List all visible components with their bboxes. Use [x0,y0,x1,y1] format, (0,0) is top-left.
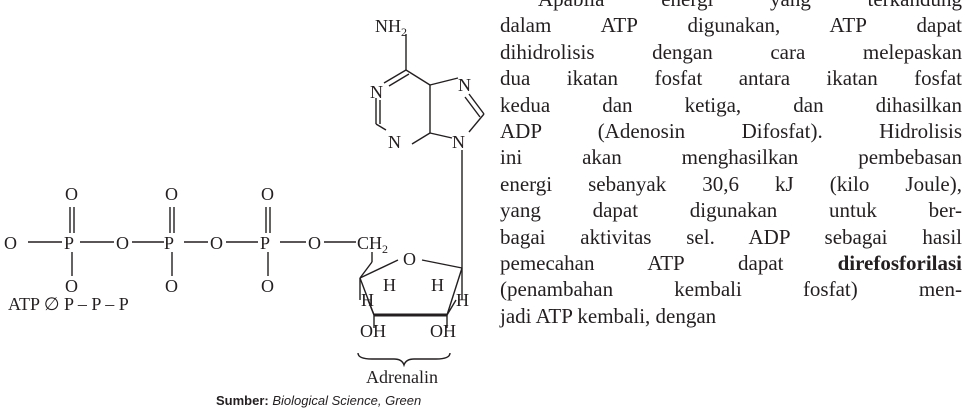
amine-label: NH2 [375,16,407,39]
figure-caption: Sumber: Biological Science, Green [216,393,421,408]
oxygen-label: O [308,233,321,253]
oxygen-label: O [165,184,178,204]
paragraph-line: dalam ATP digunakan, ATP dapat [500,13,962,38]
paragraph-line: ADP (Adenosin Difosfat). Hidrolisis [500,118,962,143]
methylene-label: CH2 [357,233,388,256]
ring-oxygen-label: O [403,249,416,269]
atp-structure-figure: NH2 N N N N O O O O P O P O P O CH2 O O … [4,16,485,387]
paragraph-line: dua ikatan fosfat antara ikatan fosfat [500,66,962,91]
oxygen-label: O [261,276,274,296]
paragraph-line: Apabila energi yang terkandung [500,0,962,12]
hydroxyl-label: OH [430,321,456,341]
oxygen-label: O [210,233,223,253]
paragraph-line: energi sebanyak 30,6 kJ (kilo Joule), [500,171,962,196]
paragraph-line: dihidrolisis dengan cara melepaskan [500,39,962,64]
hydroxyl-label: OH [360,321,386,341]
body-paragraph: Apabila energi yang terkandung dalam ATP… [500,0,962,329]
oxygen-label: O [261,184,274,204]
oxygen-label: O [65,276,78,296]
paragraph-line: pemecahan ATP dapat direfosforilasi [500,250,962,275]
paragraph-line: jadi ATP kembali, dengan [500,303,717,328]
caption-source-title: Biological Science, Green [272,393,422,408]
oxygen-label: O [165,276,178,296]
oxygen-label: O [116,233,129,253]
oxygen-label: O [4,233,17,253]
n9-label: N [452,132,465,152]
n7-label: N [458,75,471,95]
paragraph-line: kedua dan ketiga, dan dihasilkan [500,92,962,117]
hydrogen-label: H [456,290,469,310]
paragraph-line: yang dapat digunakan untuk ber- [500,198,962,223]
n1-label: N [370,82,383,102]
phosphorus-label: P [260,233,270,253]
n3-label: N [388,132,401,152]
paragraph-line: (penambahan kembali fosfat) men- [500,277,962,302]
caption-source-label: Sumber: [216,393,269,408]
hydrogen-label: H [361,290,374,310]
oxygen-label: O [65,184,78,204]
phosphorus-label: P [164,233,174,253]
paragraph-line: ini akan menghasilkan pembebasan [500,145,962,170]
atp-formula: ATP ∅ P – P – P [8,294,129,314]
bold-term: direfosforilasi [837,250,962,275]
hydrogen-label: H [383,275,396,295]
phosphorus-label: P [64,233,74,253]
hydrogen-label: H [431,275,444,295]
sugar-label: Adrenalin [366,367,438,387]
paragraph-line: bagai aktivitas sel. ADP sebagai hasil [500,224,962,249]
